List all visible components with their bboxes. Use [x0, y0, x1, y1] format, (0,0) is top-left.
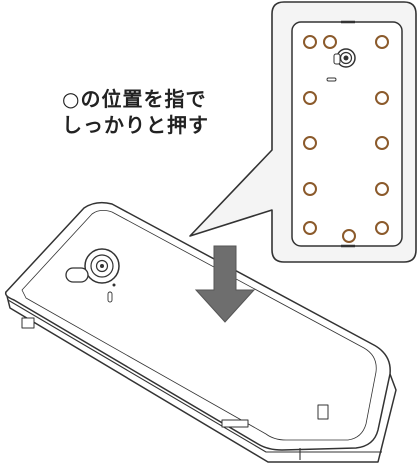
press-point-marker — [303, 35, 317, 49]
phone-camera-icon — [84, 248, 120, 284]
press-point-marker — [375, 221, 389, 235]
phone-mic-slot — [107, 291, 113, 303]
instruction-line-2: しっかりと押す — [62, 113, 209, 137]
press-point-marker — [323, 35, 337, 49]
phone-back-panel — [291, 20, 403, 248]
press-point-marker — [303, 91, 317, 105]
press-point-marker — [303, 136, 317, 150]
press-point-markers — [303, 35, 389, 243]
press-point-marker — [375, 136, 389, 150]
press-point-marker — [342, 229, 356, 243]
instruction-line-1: ○の位置を指で — [62, 87, 207, 111]
phone-flash — [65, 267, 89, 283]
press-point-marker — [303, 221, 317, 235]
press-point-marker — [375, 182, 389, 196]
instruction-text: ○の位置を指で しっかりと押す — [62, 86, 262, 138]
press-point-marker — [375, 91, 389, 105]
flash-window — [333, 53, 341, 65]
press-point-marker — [303, 182, 317, 196]
camera-icon — [336, 48, 356, 68]
press-point-marker — [375, 35, 389, 49]
press-arrow-icon — [194, 245, 256, 323]
